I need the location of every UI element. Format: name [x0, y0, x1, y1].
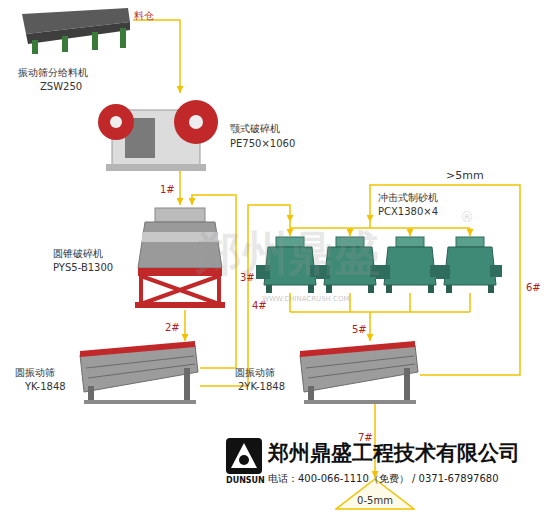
machine-name: 颚式破碎机 — [230, 123, 280, 135]
stream-number: 2# — [165, 322, 180, 334]
machine-name: 圆振动筛 — [15, 367, 55, 379]
phone-number: 电话：400-066-1110（免费） / 0371-67897680 — [268, 473, 499, 484]
machine-name: 圆锥破碎机 — [53, 248, 103, 260]
jaw-base — [106, 164, 206, 171]
screen-art — [80, 341, 198, 404]
logo-text: DUNSUN — [226, 477, 265, 486]
product-size: 0-5mm — [335, 495, 415, 507]
company-name: 郑州鼎盛工程技术有限公司 — [268, 442, 520, 465]
machine-node: 圆振动筛YK-1848 — [75, 341, 200, 404]
flywheel-hub — [189, 115, 203, 129]
feeder-leg — [92, 32, 98, 50]
machine-name: 振动筛分给料机 — [18, 67, 88, 79]
cone-base — [135, 302, 225, 308]
cone-legs — [141, 276, 219, 304]
model-number: PCX1380×4 — [378, 206, 438, 218]
flow-arrow — [184, 310, 186, 341]
logo-mark — [231, 443, 257, 468]
company-logo — [226, 438, 262, 474]
model-number: PE750×1060 — [230, 138, 295, 150]
bin-label: 料仓 — [134, 10, 154, 21]
machine-node: 振动筛分给料机ZSW250 — [18, 5, 133, 55]
model-number: YK-1848 — [25, 381, 66, 393]
flow-arrow — [370, 185, 520, 375]
feeder-side — [26, 22, 130, 44]
watermark: WWW.CHINACRUSH.COM — [262, 296, 349, 304]
stream-number: 3# — [240, 272, 255, 284]
jaw-crusher-art — [98, 100, 218, 171]
machine-node: 圆振动筛2YK-1848 — [295, 341, 420, 404]
feeder-leg — [32, 40, 38, 54]
flow-arrow — [192, 195, 236, 368]
screen-art — [300, 341, 418, 404]
flow-arrow — [369, 318, 371, 341]
watermark: 郑州鼎盛 — [196, 228, 380, 279]
manifold-drop — [409, 228, 411, 236]
stream-number: 1# — [160, 184, 175, 196]
size-note: >5mm — [446, 170, 484, 182]
sand-maker — [436, 237, 502, 293]
machine-name: 冲击式制砂机 — [378, 192, 438, 204]
flywheel-hub — [110, 116, 122, 128]
stream-number: 5# — [352, 324, 367, 336]
feeder-art — [22, 8, 130, 54]
flywheel — [98, 104, 134, 140]
machine-name: 圆振动筛 — [235, 367, 275, 379]
flow-arrow — [374, 404, 376, 478]
logo-square — [226, 438, 262, 474]
sand-maker — [376, 237, 442, 293]
flow-arrow — [179, 171, 181, 205]
stream-number: 6# — [526, 282, 541, 294]
feeder-leg — [120, 28, 126, 48]
logo-dot — [239, 455, 249, 465]
stream-number: 7# — [358, 432, 373, 444]
manifold-drop — [469, 228, 471, 236]
watermark: ® — [460, 210, 474, 225]
cone-hopper — [155, 208, 205, 222]
feeder-leg — [62, 36, 68, 52]
machine-node: 颚式破碎机PE750×1060 — [100, 93, 218, 171]
flywheel — [174, 100, 218, 144]
stream-number: 4# — [252, 300, 267, 312]
flow-arrow — [133, 20, 180, 93]
model-number: 2YK-1848 — [238, 381, 285, 393]
model-number: ZSW250 — [40, 81, 82, 93]
model-number: PYS5-B1300 — [53, 262, 113, 274]
